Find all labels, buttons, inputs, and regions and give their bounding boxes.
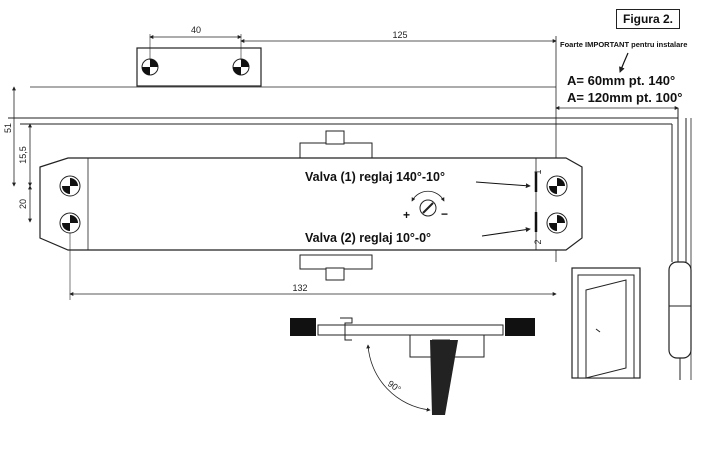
angle-90-label: 90° [386, 378, 403, 394]
arm-bracket [136, 47, 262, 87]
plus-sign: + [403, 208, 410, 222]
figure-label: Figura 2. [616, 9, 680, 29]
valve-2-number: 2 [533, 239, 543, 244]
note-arrow-icon [619, 52, 629, 73]
mount-hole-icon [232, 58, 250, 76]
dimension-125-label: 125 [392, 30, 407, 40]
dimension-132: 132 [69, 233, 557, 300]
dimension-40-label: 40 [191, 25, 201, 35]
valve-1-number: 1 [533, 169, 543, 174]
closer-hole-bottom-left-icon [59, 212, 81, 234]
door-icon [571, 267, 641, 379]
dimension-125: 125 [240, 30, 557, 43]
valve-1-arrow-icon [475, 181, 531, 189]
closer-hole-bottom-right-icon [546, 212, 568, 234]
dimension-40: 40 [149, 25, 242, 60]
closer-hole-top-left-icon [59, 175, 81, 197]
valve-2-arrow-icon [481, 227, 531, 237]
mount-hole-icon [141, 58, 159, 76]
dimension-15-5: 15,5 [18, 123, 32, 187]
dimension-20-label: 20 [18, 199, 28, 209]
dimension-51-label: 51 [3, 123, 13, 133]
top-view-plan: 90° [290, 317, 535, 415]
door-frame [8, 86, 692, 380]
a-120-text: A= 120mm pt. 100° [567, 90, 682, 105]
valve-2-label: Valva (2) reglaj 10°-0° [305, 231, 431, 245]
door-closer-body [39, 130, 583, 281]
important-note: Foarte IMPORTANT pentru instalare [560, 40, 687, 49]
adjust-screw-icon [411, 190, 445, 217]
dimension-51: 51 [3, 86, 16, 187]
closer-hole-top-right-icon [546, 175, 568, 197]
a-60-text: A= 60mm pt. 140° [567, 73, 675, 88]
dimension-15-5-label: 15,5 [18, 146, 28, 164]
dimension-20: 20 [18, 185, 32, 223]
valve-1-label: Valva (1) reglaj 140°-10° [305, 170, 445, 184]
minus-sign: − [441, 207, 448, 221]
dimension-132-label: 132 [292, 283, 307, 293]
hinge [668, 261, 692, 380]
